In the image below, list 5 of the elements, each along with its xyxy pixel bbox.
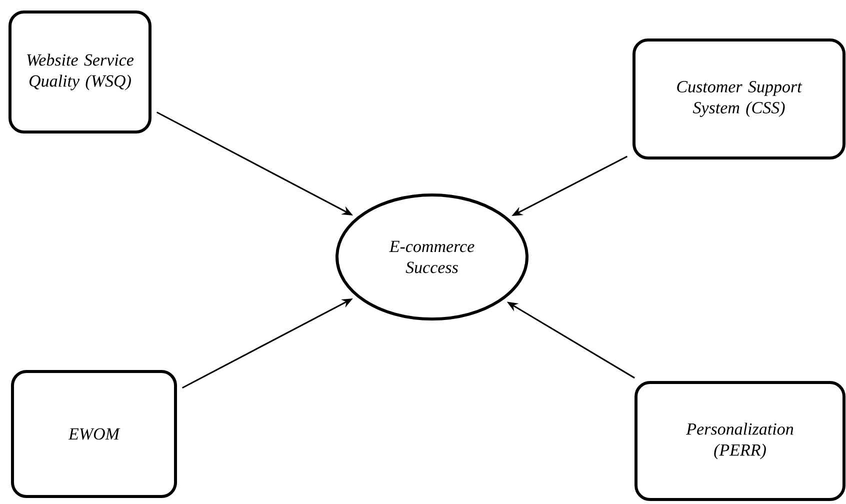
rounded-box: Website Service Quality (WSQ) bbox=[8, 10, 152, 134]
rounded-box: EWOM bbox=[11, 370, 177, 498]
rounded-box: Customer Support System (CSS) bbox=[632, 38, 846, 160]
rounded-box: Personalization (PERR) bbox=[634, 381, 846, 501]
ellipse-node: E-commerce Success bbox=[336, 194, 528, 320]
